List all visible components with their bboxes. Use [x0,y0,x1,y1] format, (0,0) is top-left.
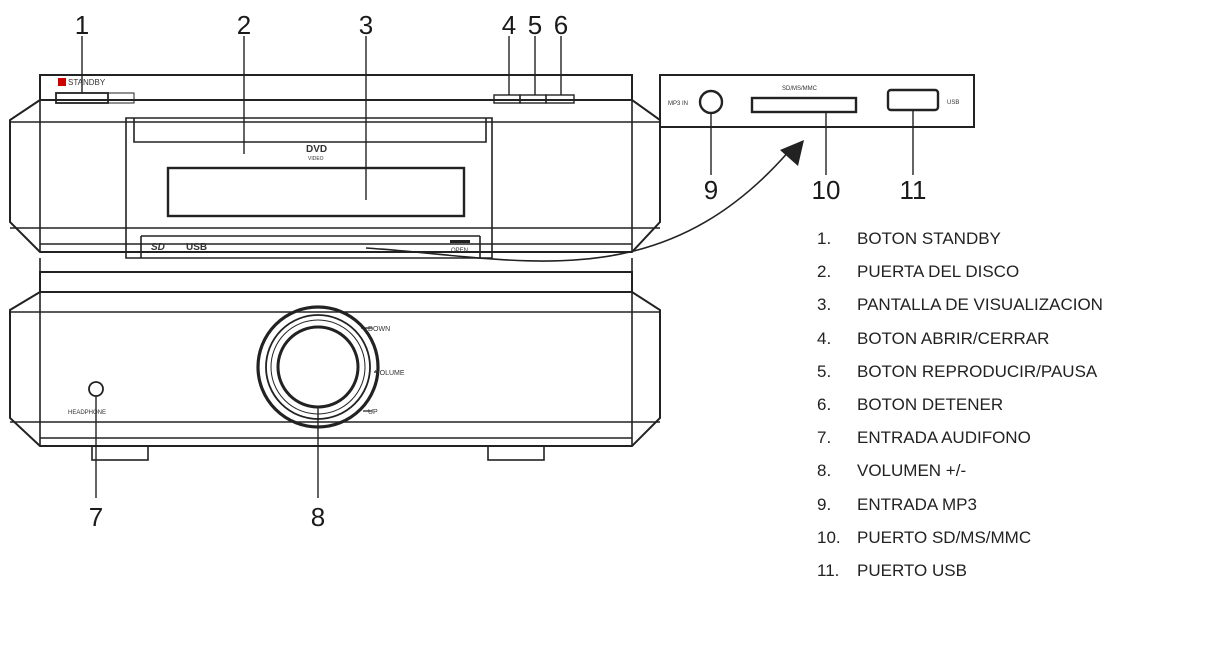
legend-label: BOTON STANDBY [857,229,1001,248]
legend-item: 2. PUERTA DEL DISCO [817,255,1103,288]
sd-logo: SD [151,242,165,253]
legend-label: ENTRADA AUDIFONO [857,428,1031,448]
legend-number: 5. [817,361,832,381]
usb-port[interactable] [886,88,940,112]
callout-4: 4 [502,10,516,40]
legend-number: 6. [817,394,832,414]
callout-numbers: 1 2 3 4 5 6 7 8 9 10 11 [75,10,927,532]
open-label: OPEN [451,248,468,254]
dvd-sub-logo: VIDEO [308,156,324,162]
callout-5: 5 [528,10,542,40]
callout-7: 7 [89,502,103,532]
mp3-in-label: MP3 IN [668,101,688,107]
legend-label: VOLUMEN +/- [857,461,967,481]
callout-6: 6 [554,10,568,40]
upper-unit [9,74,661,272]
usb-logo: USB [186,242,207,253]
legend-number: 1. [817,229,832,248]
callout-8: 8 [311,502,325,532]
legend-number: 11. [817,560,840,580]
dvd-logo: DVD [306,144,327,155]
arrow-head [780,140,804,166]
usb-port-label: USB [947,100,959,106]
legend-label: PUERTO USB [857,560,967,580]
legend-item: 1. BOTON STANDBY [817,222,1103,255]
legend-number: 2. [817,262,832,282]
legend-label: BOTON ABRIR/CERRAR [857,328,1050,348]
standby-label: STANDBY [68,78,106,87]
volume-label: VOLUME [375,370,405,377]
callout-3: 3 [359,10,373,40]
lower-unit [9,271,661,461]
legend-number: 4. [817,328,832,348]
headphone-jack[interactable] [88,381,104,397]
down-label: DOWN [368,326,390,333]
stop-button[interactable] [545,94,575,104]
callout-10: 10 [812,175,841,205]
legend-label: BOTON REPRODUCIR/PAUSA [857,361,1098,381]
display-window [166,166,466,218]
legend-label: ENTRADA MP3 [857,494,977,514]
legend-label: PANTALLA DE VISUALIZACION [857,295,1103,315]
legend-label: PUERTA DEL DISCO [857,262,1020,282]
legend-item: 3. PANTALLA DE VISUALIZACION [817,288,1103,321]
legend-item: 10. PUERTO SD/MS/MMC [817,521,1103,554]
legend-number: 10. [817,527,841,547]
leader-lines [81,36,791,498]
legend-label: BOTON DETENER [857,394,1004,414]
standby-button[interactable] [55,92,109,104]
legend-number: 9. [817,494,832,514]
legend-item: 7. ENTRADA AUDIFONO [817,421,1103,454]
legend-item: 4. BOTON ABRIR/CERRAR [817,322,1103,355]
headphone-label: HEADPHONE [68,410,106,416]
legend-label: PUERTO SD/MS/MMC [857,527,1032,547]
legend-item: 6. BOTON DETENER [817,388,1103,421]
up-label: UP [368,409,378,416]
side-panel [659,74,975,175]
parts-legend: 1. BOTON STANDBY 2. PUERTA DEL DISCO 3. PAN… [817,222,1103,587]
legend-item: 9. ENTRADA MP3 [817,488,1103,521]
callout-1: 1 [75,10,89,40]
legend-number: 7. [817,428,832,448]
callout-9: 9 [704,175,718,205]
legend-item: 5. BOTON REPRODUCIR/PAUSA [817,355,1103,388]
sd-card-slot[interactable] [750,96,858,114]
legend-number: 3. [817,295,832,315]
sd-ms-mmc-label: SD/MS/MMC [782,86,818,92]
legend-item: 8. VOLUMEN +/- [817,454,1103,487]
panel-labels: STANDBY DVD VIDEO SD USB OPEN DOWN VOLUM… [58,78,959,416]
callout-2: 2 [237,10,251,40]
legend-item: 11. PUERTO USB [817,554,1103,587]
legend-number: 8. [817,461,832,481]
callout-11: 11 [900,175,927,205]
mp3-in-jack[interactable] [698,89,724,115]
